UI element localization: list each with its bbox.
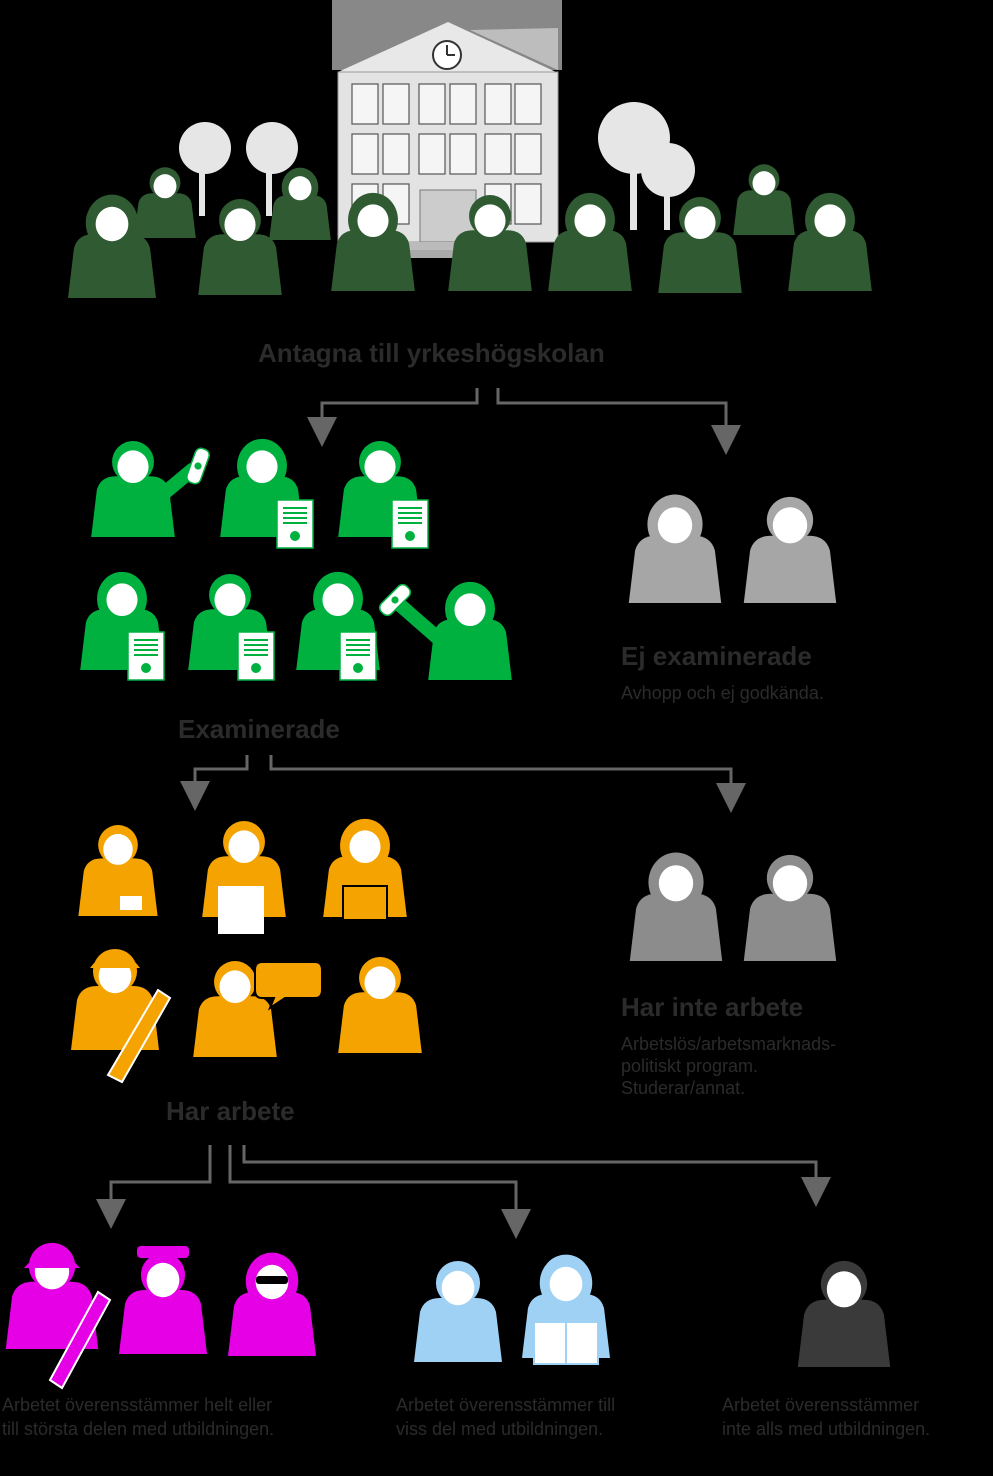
caption-line: Arbetet överensstämmer bbox=[722, 1395, 920, 1415]
person-icon bbox=[331, 192, 415, 291]
person-icon bbox=[269, 167, 331, 240]
connector-to-outcome-partial bbox=[228, 1145, 531, 1239]
person-icon bbox=[78, 825, 158, 916]
caption-line: Arbetet överensstämmer helt eller bbox=[2, 1395, 273, 1415]
sublabel-not-employed: Arbetslös/arbetsmarknads- politiskt prog… bbox=[621, 1033, 836, 1099]
diploma-scroll-icon bbox=[186, 447, 210, 485]
certificate-icon bbox=[339, 631, 377, 681]
label-employed: Har arbete bbox=[166, 1096, 295, 1126]
apron-icon bbox=[218, 886, 264, 934]
certificate-icon bbox=[237, 631, 275, 681]
person-icon bbox=[119, 1252, 207, 1354]
person-icon bbox=[134, 167, 196, 238]
rolled-plans-icon bbox=[106, 988, 172, 1084]
person-icon bbox=[91, 441, 175, 537]
person-icon bbox=[629, 852, 723, 961]
person-icon bbox=[338, 441, 422, 537]
label-graduated: Examinerade bbox=[178, 714, 340, 744]
diploma-scroll-icon bbox=[378, 583, 412, 617]
connector-to-outcome-none bbox=[242, 1145, 831, 1207]
person-icon bbox=[228, 1252, 316, 1356]
sublabel-line: politiskt program. bbox=[621, 1056, 759, 1076]
label-admitted: Antagna till yrkeshögskolan bbox=[258, 338, 605, 368]
certificate-icon bbox=[391, 499, 429, 549]
person-icon bbox=[193, 961, 277, 1057]
caption-line: viss del med utbildningen. bbox=[396, 1419, 604, 1439]
tree-icon bbox=[246, 122, 298, 216]
tree-icon bbox=[179, 122, 231, 216]
caption-line: Arbetet överensstämmer till bbox=[396, 1395, 616, 1415]
certificate-icon bbox=[127, 631, 165, 681]
person-icon bbox=[428, 581, 512, 680]
person-icon bbox=[198, 199, 282, 295]
connector-to-employed bbox=[180, 755, 249, 811]
connector-to-outcome-full bbox=[96, 1145, 212, 1229]
connector-to-graduated bbox=[307, 388, 479, 447]
sublabel-line: Studerar/annat. bbox=[621, 1078, 746, 1098]
tree-icon bbox=[641, 143, 695, 230]
label-not-employed: Har inte arbete bbox=[621, 992, 804, 1022]
caption-line: till största delen med utbildningen. bbox=[2, 1419, 275, 1439]
person-icon bbox=[788, 192, 872, 291]
person-icon bbox=[68, 194, 156, 298]
hardhat-icon bbox=[90, 951, 140, 968]
connector-to-not-graduated bbox=[496, 388, 741, 455]
label-not-graduated: Ej examinerade bbox=[621, 641, 812, 671]
person-icon bbox=[658, 197, 742, 293]
person-icon bbox=[743, 496, 837, 603]
flow-connectors bbox=[96, 388, 831, 1239]
headset-icon bbox=[350, 946, 410, 986]
sublabel-not-graduated: Avhopp och ej godkända. bbox=[621, 683, 824, 703]
person-icon bbox=[743, 854, 837, 961]
sunglasses-icon bbox=[256, 1276, 288, 1284]
laptop-icon bbox=[342, 885, 388, 921]
connector-to-not-employed bbox=[269, 755, 746, 813]
outcome-partial-caption: Arbetet överensstämmer till viss del med… bbox=[396, 1393, 615, 1441]
building-windows bbox=[351, 83, 542, 225]
pilot-cap-icon bbox=[137, 1246, 189, 1258]
person-icon bbox=[628, 494, 722, 603]
person-icon bbox=[797, 1260, 891, 1367]
sublabel-line: Arbetslös/arbetsmarknads- bbox=[621, 1034, 837, 1054]
hardhat-icon bbox=[24, 1252, 80, 1268]
outcome-none-caption: Arbetet överensstämmer inte alls med utb… bbox=[722, 1393, 930, 1441]
person-icon bbox=[448, 195, 532, 291]
certificate-icon bbox=[276, 499, 314, 549]
people-layer bbox=[5, 164, 891, 1390]
medical-badge-icon bbox=[120, 896, 142, 910]
caption-line: inte alls med utbildningen. bbox=[722, 1419, 931, 1439]
headset-icon bbox=[428, 1248, 488, 1291]
person-icon bbox=[548, 192, 632, 291]
outcome-full-caption: Arbetet överensstämmer helt eller till s… bbox=[2, 1393, 274, 1441]
person-icon bbox=[733, 164, 795, 235]
rolled-plans-icon bbox=[48, 1290, 112, 1390]
speech-bubble-icon bbox=[254, 961, 323, 1011]
person-icon bbox=[338, 957, 422, 1053]
person-icon bbox=[414, 1260, 502, 1362]
